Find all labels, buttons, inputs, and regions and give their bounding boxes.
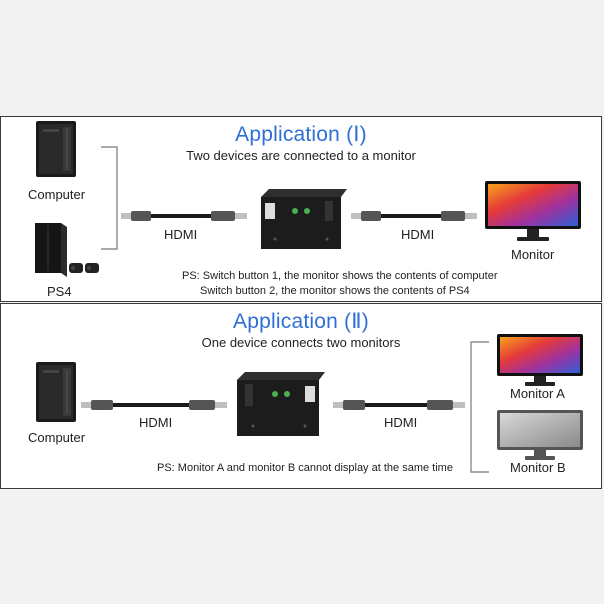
computer-label: Computer xyxy=(28,187,86,202)
hdmi-label-left: HDMI xyxy=(164,227,198,242)
monitor-label: Monitor xyxy=(511,247,555,262)
application-2-subtitle: One device connects two monitors xyxy=(201,335,401,350)
monitor-b-icon xyxy=(497,410,583,460)
application-1-title: Application (Ⅰ) xyxy=(235,123,367,146)
hdmi-cable-right xyxy=(351,211,477,221)
ps4-console-icon xyxy=(35,223,99,277)
hdmi-cable-left xyxy=(81,400,227,410)
bracket-connector xyxy=(101,146,118,250)
ps4-label: PS4 xyxy=(47,284,72,299)
hdmi-label-right: HDMI xyxy=(401,227,435,242)
application-2-title: Application (Ⅱ) xyxy=(233,310,369,333)
hdmi-label-left: HDMI xyxy=(139,415,173,430)
monitor-b-label: Monitor B xyxy=(510,460,566,475)
monitor-icon xyxy=(485,181,581,241)
ps-note-line2: Switch button 2, the monitor shows the c… xyxy=(200,285,470,297)
ps-note-line1: PS: Switch button 1, the monitor shows t… xyxy=(182,270,498,282)
application-1-subtitle: Two devices are connected to a monitor xyxy=(186,148,416,163)
ps-note: PS: Monitor A and monitor B cannot displ… xyxy=(157,462,453,474)
computer-tower-icon xyxy=(36,121,76,177)
bracket-connector xyxy=(470,341,489,473)
monitor-a-icon xyxy=(497,334,583,386)
monitor-a-label: Monitor A xyxy=(510,386,565,401)
hdmi-switch-box xyxy=(261,189,347,249)
hdmi-switch-box xyxy=(237,372,325,436)
hdmi-label-right: HDMI xyxy=(384,415,418,430)
hdmi-cable-left xyxy=(121,211,247,221)
application-2-panel: Application (Ⅱ) One device connects two … xyxy=(0,303,602,489)
computer-label: Computer xyxy=(28,430,86,445)
hdmi-cable-right xyxy=(333,400,465,410)
computer-tower-icon xyxy=(36,362,76,422)
application-1-panel: Application (Ⅰ) Two devices are connecte… xyxy=(0,116,602,302)
